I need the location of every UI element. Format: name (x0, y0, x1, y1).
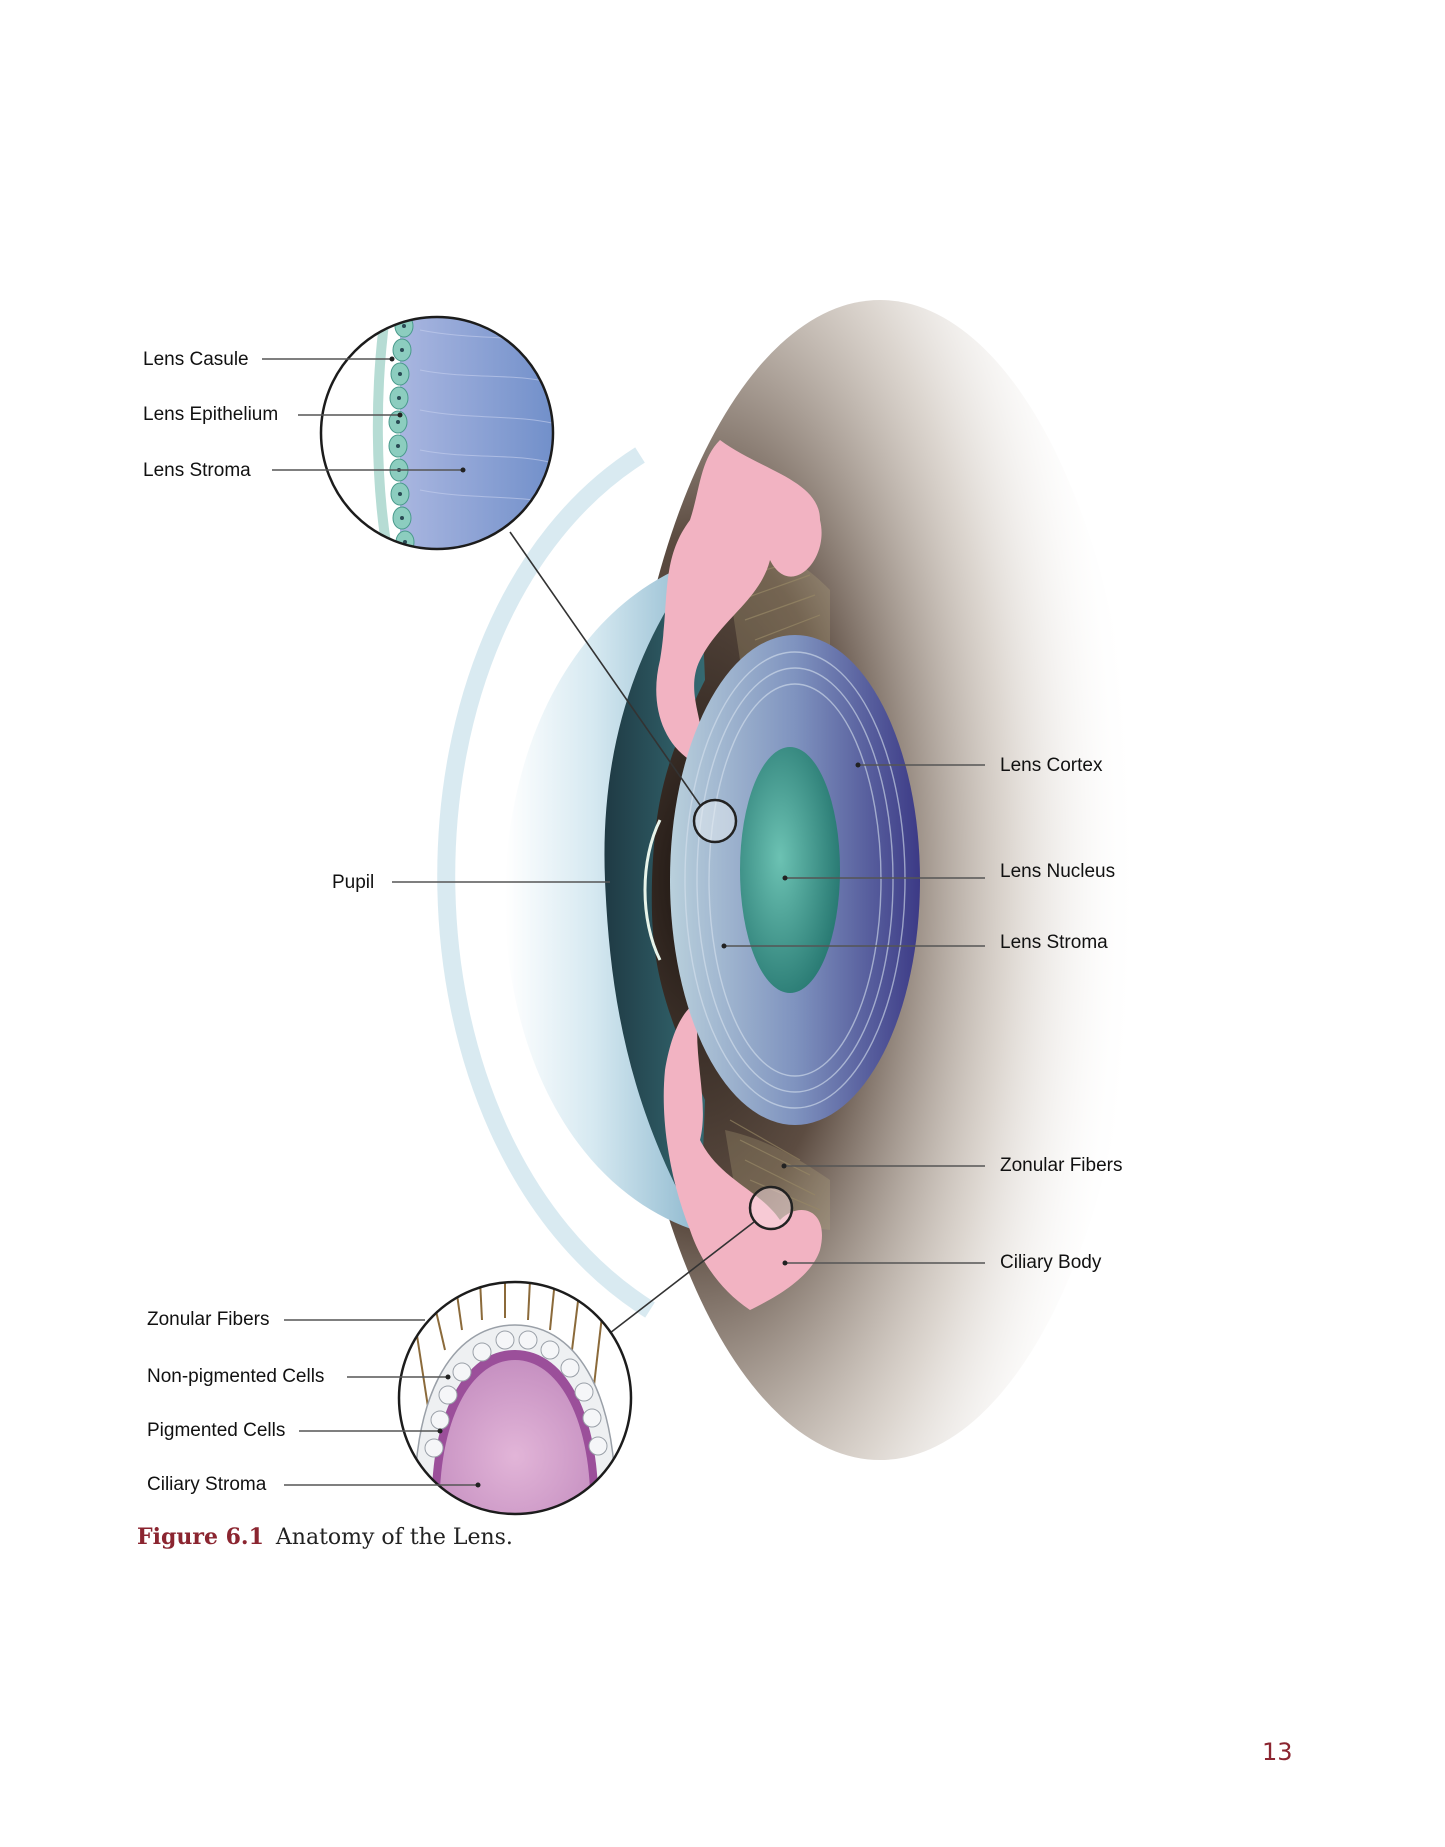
pupil-edge (643, 819, 662, 961)
leader-lines (262, 358, 985, 1486)
figure-caption: Figure 6.1 Anatomy of the Lens. (137, 1524, 513, 1550)
top-inset-lens-capsule (319, 315, 555, 551)
label-lens-stroma-inset: Lens Stroma (143, 460, 251, 481)
page-number: 13 (1262, 1738, 1293, 1766)
label-lens-capsule: Lens Casule (143, 349, 249, 370)
connector-bottom-inset (609, 1221, 755, 1334)
label-lens-stroma: Lens Stroma (1000, 932, 1108, 953)
magnifier-lens-spot (692, 798, 738, 844)
ciliary-body-shape (656, 440, 822, 1310)
label-lens-epithelium: Lens Epithelium (143, 404, 279, 425)
label-pigmented-cells: Pigmented Cells (147, 1420, 286, 1441)
label-pupil: Pupil (332, 872, 375, 893)
bottom-inset-ciliary-body (397, 1280, 633, 1516)
connector-top-inset (509, 531, 701, 806)
figure-caption-text: Anatomy of the Lens. (275, 1525, 513, 1550)
figure-number: Figure 6.1 (137, 1524, 264, 1550)
lens-nucleus (740, 747, 840, 993)
lens-cortex-rings (684, 651, 906, 1109)
label-zonular-fibers-inset: Zonular Fibers (147, 1309, 270, 1330)
leader-dots (389, 356, 861, 1488)
label-ciliary-stroma: Ciliary Stroma (147, 1474, 267, 1495)
label-ciliary-body: Ciliary Body (1000, 1252, 1102, 1273)
cornea-outer-rim (437, 447, 655, 1318)
label-non-pigmented-cells: Non-pigmented Cells (147, 1366, 325, 1387)
label-zonular-fibers-right: Zonular Fibers (1000, 1155, 1123, 1176)
label-lens-cortex: Lens Cortex (1000, 755, 1103, 776)
magnifier-ciliary-spot (748, 1185, 794, 1231)
label-lens-nucleus: Lens Nucleus (1000, 861, 1116, 882)
